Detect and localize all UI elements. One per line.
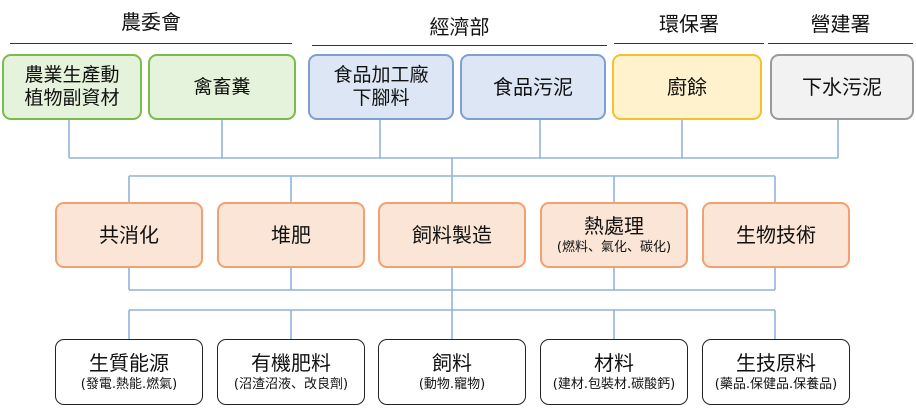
source-agri-byproducts: 農業生產動 植物副資材 — [2, 54, 142, 120]
product-sublabel: (藥品.保健品.保養品) — [714, 376, 838, 392]
source-label-line1: 農業生產動 — [24, 64, 120, 86]
source-label-line2: 下腳料 — [352, 87, 410, 109]
product-sublabel: (建材.包裝材.碳酸鈣) — [552, 376, 676, 392]
agency-moea-underline — [312, 45, 607, 46]
process-label: 熱處理 — [584, 213, 644, 238]
product-biotech-raw-materials: 生技原料 (藥品.保健品.保養品) — [702, 339, 850, 405]
product-sublabel: (沼渣沼液、改良劑) — [233, 376, 349, 392]
source-label-line2: 植物副資材 — [24, 87, 120, 109]
agency-coa-underline — [10, 43, 292, 44]
source-food-factory-waste: 食品加工廠 下腳料 — [308, 54, 454, 120]
process-sublabel: (燃料、氣化、碳化) — [556, 239, 672, 255]
product-sublabel: (發電.熱能.燃氣) — [80, 376, 178, 392]
source-label: 下水污泥 — [802, 74, 882, 99]
source-label-line1: 食品加工廠 — [333, 64, 429, 86]
agency-cpami: 營建署 — [810, 12, 871, 36]
product-bioenergy: 生質能源 (發電.熱能.燃氣) — [55, 339, 203, 405]
process-co-digestion: 共消化 — [55, 202, 203, 268]
process-label: 共消化 — [99, 222, 159, 247]
product-feed: 飼料 (動物.寵物) — [378, 339, 526, 405]
source-food-sludge: 食品污泥 — [460, 54, 606, 120]
source-livestock-manure: 禽畜糞 — [148, 54, 296, 120]
source-kitchen-waste: 廚餘 — [612, 54, 762, 120]
source-label: 食品污泥 — [493, 74, 573, 99]
process-biotechnology: 生物技術 — [702, 202, 850, 268]
product-label: 飼料 — [432, 350, 472, 375]
product-label: 材料 — [594, 350, 634, 375]
process-composting: 堆肥 — [217, 202, 365, 268]
source-sewage-sludge: 下水污泥 — [770, 54, 914, 120]
source-label: 廚餘 — [667, 74, 707, 99]
process-label: 堆肥 — [271, 222, 311, 247]
product-label: 有機肥料 — [251, 350, 331, 375]
product-materials: 材料 (建材.包裝材.碳酸鈣) — [540, 339, 688, 405]
product-sublabel: (動物.寵物) — [418, 376, 486, 392]
product-organic-fertilizer: 有機肥料 (沼渣沼液、改良劑) — [217, 339, 365, 405]
agency-cpami-underline — [768, 43, 913, 44]
process-label: 生物技術 — [736, 222, 816, 247]
agency-epa-underline — [614, 43, 764, 44]
process-label: 飼料製造 — [412, 222, 492, 247]
product-label: 生技原料 — [736, 350, 816, 375]
product-label: 生質能源 — [89, 350, 169, 375]
agency-moea: 經濟部 — [429, 15, 490, 39]
agency-epa: 環保署 — [659, 12, 719, 36]
process-feed-manufacturing: 飼料製造 — [378, 202, 526, 268]
agency-coa: 農委會 — [121, 10, 181, 34]
process-thermal-treatment: 熱處理 (燃料、氣化、碳化) — [540, 202, 688, 268]
source-label: 禽畜糞 — [193, 75, 251, 98]
